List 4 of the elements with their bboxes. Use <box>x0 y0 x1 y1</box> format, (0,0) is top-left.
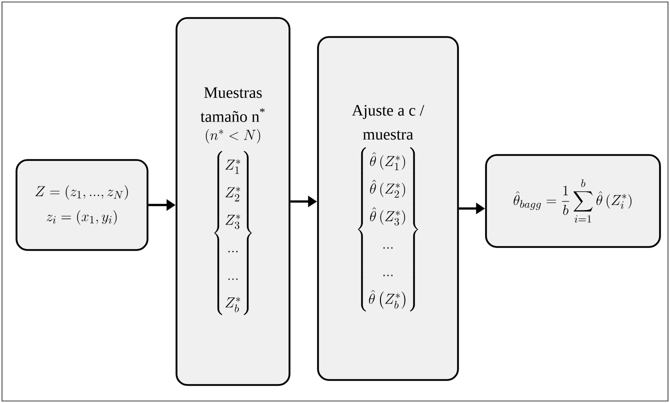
process-box: $\hat{\theta}_{bagg}=\frac{1}{b}\sum_{i=1}^{b}\hat{\theta}\left(Z_i^*\right)$ <box>485 154 661 248</box>
process-box: $Z=\left(z_1,...,z_N\right)$ $z_i=\left(x_1,y_i\right)$ <box>16 159 148 251</box>
process-box: Ajuste a c / muestra $\left\{\begin{matrix}\hat{\theta}\left(Z_1^*\right)\\\hat{\theta}\left(Z_2^*\right)\\\hat{\theta}\left(Z_3^*\right)\\...\\...\\\hat{\theta}\left(Z_b^*\right)\end{matrix}\right\}$ <box>317 36 459 381</box>
process-box: Muestras tamaño n$^{*}$ $\left(n^*<N\right)$ $\left\{\begin{matrix}Z_1^*\\Z_2^*\\Z_3^*\\...\\...\\Z_b^*\end{matrix}\right\}$ <box>176 17 290 386</box>
